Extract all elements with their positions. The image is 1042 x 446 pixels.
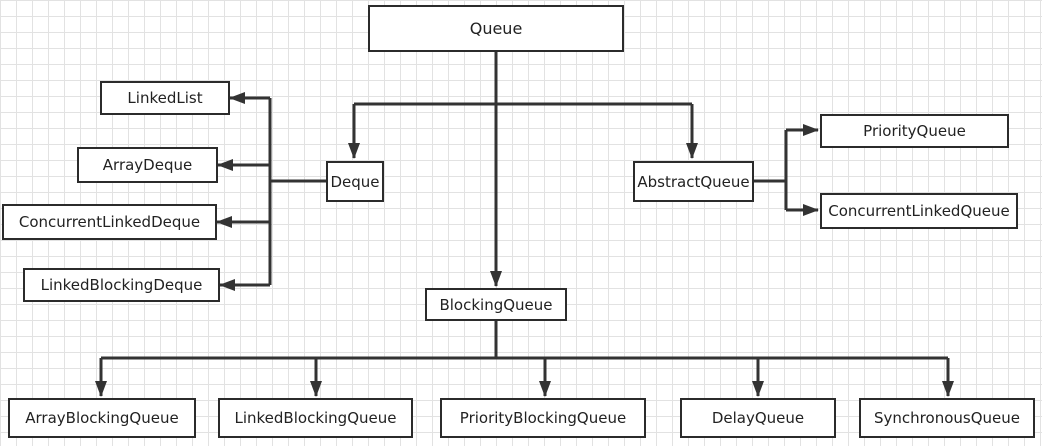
node-deque: Deque <box>326 161 384 202</box>
node-abstract-queue: AbstractQueue <box>633 161 754 202</box>
node-priority-blocking-queue: PriorityBlockingQueue <box>440 398 646 438</box>
node-queue: Queue <box>368 5 624 52</box>
node-array-deque: ArrayDeque <box>77 147 218 183</box>
node-synchronous-queue: SynchronousQueue <box>859 398 1035 438</box>
node-array-blocking-queue: ArrayBlockingQueue <box>8 398 196 438</box>
node-linked-blocking-queue: LinkedBlockingQueue <box>218 398 413 438</box>
node-linked-blocking-deque: LinkedBlockingDeque <box>23 268 220 302</box>
node-linked-list: LinkedList <box>100 81 230 115</box>
node-concurrent-linked-queue: ConcurrentLinkedQueue <box>820 193 1018 229</box>
node-concurrent-linked-deque: ConcurrentLinkedDeque <box>2 204 217 240</box>
node-delay-queue: DelayQueue <box>680 398 836 438</box>
node-blocking-queue: BlockingQueue <box>425 288 567 321</box>
node-priority-queue: PriorityQueue <box>820 114 1009 148</box>
